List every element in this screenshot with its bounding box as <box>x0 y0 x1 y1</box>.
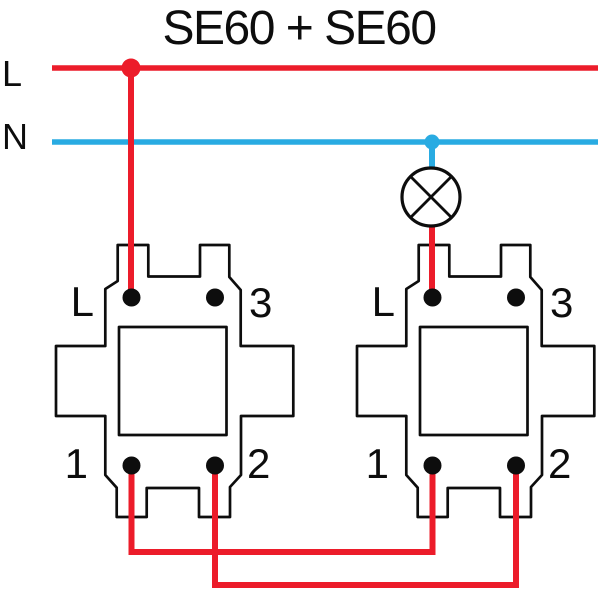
live-junction-dot <box>121 58 141 78</box>
switch-1-outline <box>54 243 295 519</box>
switch-2-terminal-dots <box>423 288 525 475</box>
switch-2-terminal-label-1: 1 <box>366 440 389 487</box>
switch-1-terminal-label-l: L <box>71 278 94 325</box>
switch-2-terminal-dot-l <box>423 288 442 307</box>
diagram-title: SE60 + SE60 <box>162 2 435 55</box>
live-bus-label: L <box>2 53 22 94</box>
switch-1: L 3 1 2 <box>54 243 295 519</box>
switch-1-rocker <box>117 325 228 437</box>
switch-1-terminal-label-3: 3 <box>249 279 272 326</box>
switch-1-terminal-label-1: 1 <box>65 440 88 487</box>
switch-2-terminal-dot-3 <box>507 288 525 307</box>
switch-1-terminal-dots <box>122 288 224 475</box>
neutral-junction-dot <box>424 134 440 150</box>
switch-2-terminal-label-l: L <box>372 278 395 325</box>
lamp-icon <box>400 166 462 228</box>
neutral-bus-label: N <box>2 116 28 157</box>
switch-1-terminal-dot-1 <box>122 456 141 475</box>
switch-2-terminal-label-3: 3 <box>550 279 573 326</box>
switch-1-terminal-dot-l <box>122 288 141 307</box>
traveler-wire-2 <box>212 465 519 588</box>
lamp-cross-line-2 <box>409 175 453 219</box>
switch-1-terminal-label-2: 2 <box>247 440 270 487</box>
traveler-wire-1 <box>128 465 436 555</box>
switch-1-terminal-dot-2 <box>206 456 224 475</box>
switch-2-rocker <box>418 325 529 437</box>
switch-2: L 3 1 2 <box>355 243 596 519</box>
switch-1-terminal-dot-3 <box>206 288 224 307</box>
switch-2-terminal-dot-1 <box>423 456 442 475</box>
switch-2-outline <box>355 243 596 519</box>
switch-2-terminal-dot-2 <box>507 456 525 475</box>
switch-2-terminal-label-2: 2 <box>548 440 571 487</box>
